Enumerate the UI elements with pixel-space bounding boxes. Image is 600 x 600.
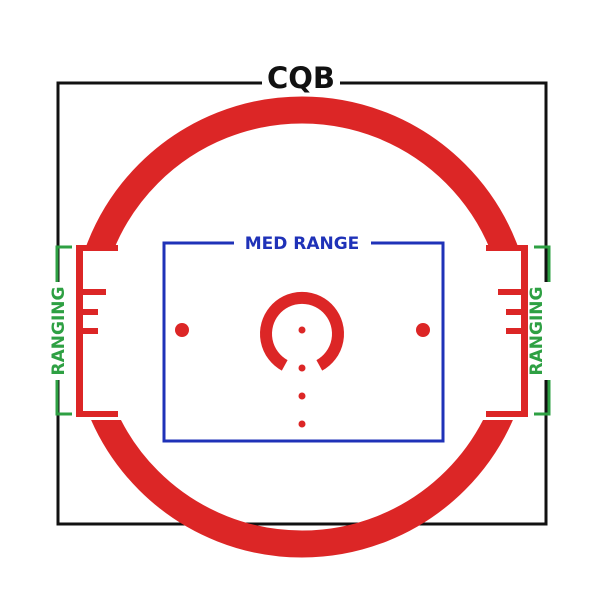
right-dot [416, 323, 430, 337]
ranging-label-left: RANGING [49, 287, 69, 376]
ranging-ladder-right [486, 245, 528, 417]
med-range-box [162, 241, 445, 443]
cqb-ring-bottom-arc [91, 420, 513, 558]
cqb-label: CQB [267, 61, 335, 95]
ranging-bracket-right [534, 245, 562, 416]
cqb-ring-top-arc [84, 96, 520, 250]
ranging-ladder-left [76, 245, 118, 417]
center-horseshoe [260, 291, 344, 371]
med-range-label: MED RANGE [245, 234, 360, 254]
left-dot [175, 323, 189, 337]
cqb-box [56, 81, 548, 526]
ranging-bracket-left [44, 245, 72, 416]
cqb-ring [84, 96, 520, 558]
ranging-label-right: RANGING [527, 287, 547, 376]
holdover-dots [298, 326, 306, 428]
